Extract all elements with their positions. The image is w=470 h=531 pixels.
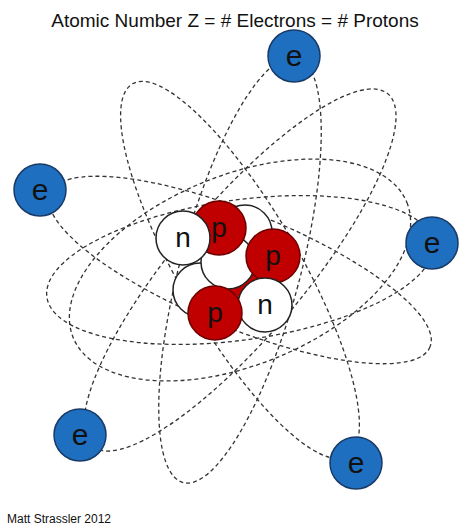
circle-shape bbox=[54, 409, 106, 461]
credit-note: Matt Strassler 2012 bbox=[7, 512, 111, 526]
electron-circle: e bbox=[53, 408, 107, 462]
particle-symbol: e bbox=[348, 448, 365, 478]
particle-symbol: n bbox=[257, 291, 273, 319]
circle-shape bbox=[268, 30, 320, 82]
circle-shape bbox=[246, 229, 300, 283]
orbit-path bbox=[37, 174, 443, 367]
electron-circle: e bbox=[267, 29, 321, 83]
particle-symbol: p bbox=[211, 214, 227, 242]
particle-symbol: p bbox=[207, 299, 223, 327]
circle-shape bbox=[330, 437, 382, 489]
electron-circle: e bbox=[329, 436, 383, 490]
orbit-path bbox=[28, 139, 452, 400]
particle-symbol: n bbox=[175, 224, 191, 252]
circle-shape bbox=[188, 286, 242, 340]
proton-circle: p bbox=[245, 228, 301, 284]
particle-symbol: e bbox=[72, 420, 89, 450]
circle-shape bbox=[406, 217, 458, 269]
circle-shape bbox=[14, 164, 66, 216]
electron-circle: e bbox=[405, 216, 459, 270]
neutron-circle: n bbox=[155, 210, 211, 266]
proton-circle: p bbox=[187, 285, 243, 341]
particle-symbol: e bbox=[286, 41, 303, 71]
circle-shape bbox=[238, 278, 292, 332]
neutron-circle: n bbox=[237, 277, 293, 333]
particle-symbol: e bbox=[32, 175, 49, 205]
particle-symbol: e bbox=[424, 228, 441, 258]
particle-symbol: p bbox=[265, 242, 281, 270]
orbit-path bbox=[42, 52, 437, 488]
electron-circle: e bbox=[13, 163, 67, 217]
orbit-path bbox=[81, 54, 400, 486]
circle-shape bbox=[156, 211, 210, 265]
diagram-title: Atomic Number Z = # Electrons = # Proton… bbox=[0, 10, 470, 32]
orbit-path bbox=[125, 42, 355, 498]
orbit-path bbox=[38, 114, 443, 425]
